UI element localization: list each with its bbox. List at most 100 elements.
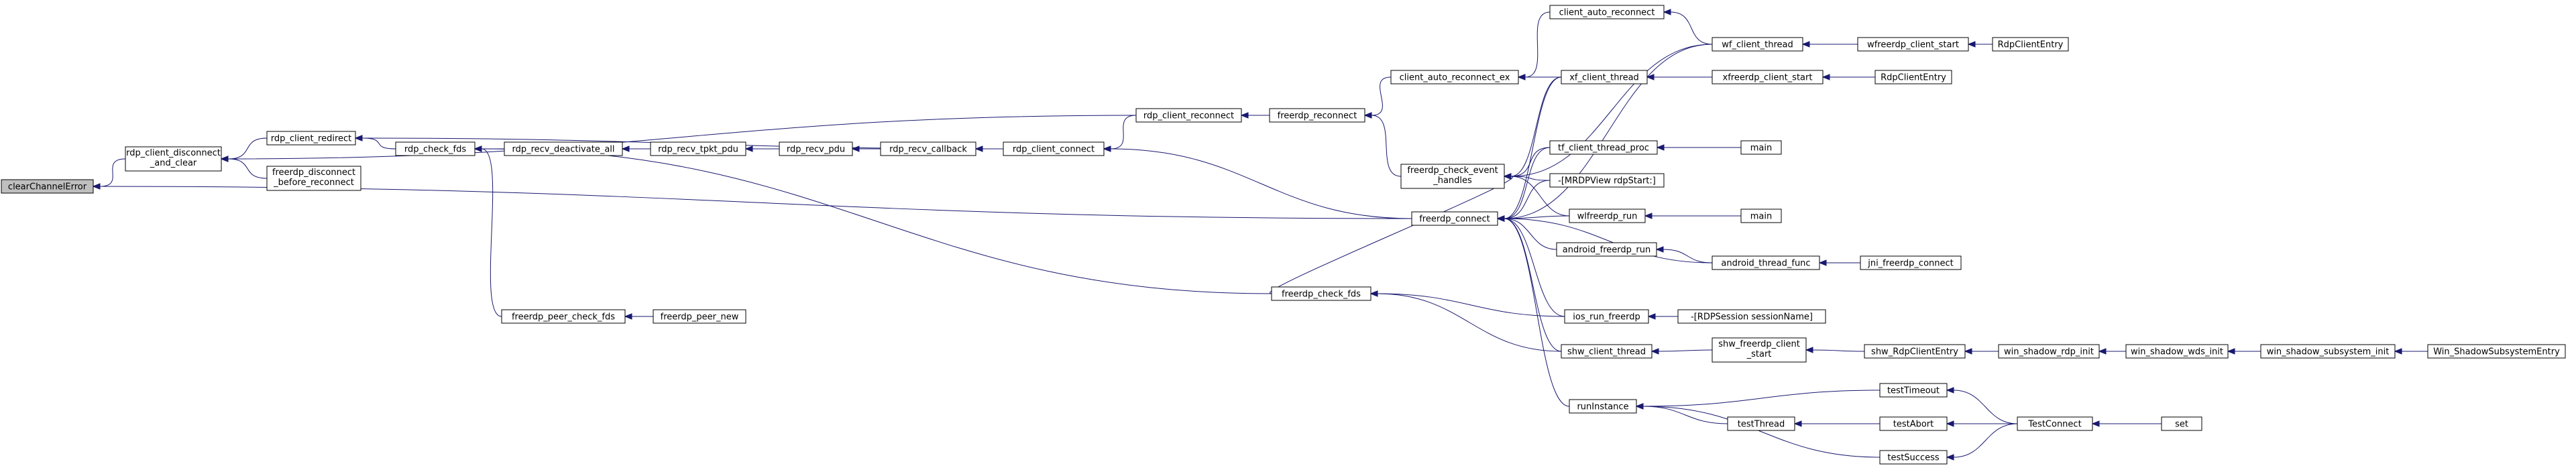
edge-jni-freerdp-connect-to-android-thread-func bbox=[1818, 259, 1860, 266]
edge-line bbox=[1812, 349, 1865, 352]
node-win-shadow-rdp-init[interactable]: win_shadow_rdp_init bbox=[1998, 344, 2100, 359]
edge-line bbox=[1504, 218, 1562, 352]
edge-arrowhead bbox=[354, 135, 363, 141]
node-label: rdp_recv_pdu bbox=[787, 145, 845, 155]
node-shw-rdpcliententry[interactable]: shw_RdpClientEntry bbox=[1864, 344, 1966, 359]
edge-arrowhead bbox=[1496, 215, 1505, 222]
edge-line bbox=[1504, 218, 1565, 317]
node-main-2[interactable]: main bbox=[1740, 209, 1782, 223]
node-freerdp-check-event-handles[interactable]: freerdp_check_event_handles bbox=[1400, 164, 1505, 189]
node-box bbox=[1, 179, 94, 194]
edge-line bbox=[1504, 147, 1551, 219]
node-box bbox=[504, 141, 623, 156]
edge-line bbox=[1642, 406, 1881, 458]
node-shw-freerdp-client-start[interactable]: shw_freerdp_client_start bbox=[1712, 337, 1807, 363]
node-box bbox=[1992, 37, 2069, 52]
edge-arrowhead bbox=[2394, 348, 2402, 355]
edge-line bbox=[1510, 176, 1551, 181]
node-label: ios_run_freerdp bbox=[1573, 312, 1640, 322]
node-freerdp-peer-new[interactable]: freerdp_peer_new bbox=[653, 309, 746, 324]
node-rdp-recv-deactivate-all[interactable]: rdp_recv_deactivate_all bbox=[504, 141, 623, 156]
node-rdp-recv-callback[interactable]: rdp_recv_callback bbox=[880, 141, 976, 156]
node-clearchannelerror[interactable]: clearChannelError bbox=[1, 179, 94, 194]
node-ios-run-freerdp[interactable]: ios_run_freerdp bbox=[1564, 309, 1649, 324]
node-jni-freerdp-connect[interactable]: jni_freerdp_connect bbox=[1860, 255, 1962, 270]
edge-arrowhead bbox=[1644, 213, 1653, 219]
edge-arrowhead bbox=[1656, 144, 1665, 151]
node-win-shadow-subsystem-init[interactable]: win_shadow_subsystem_init bbox=[2260, 344, 2396, 359]
node-label: xf_client_thread bbox=[1569, 73, 1639, 83]
node-rdpcliententry-2[interactable]: RdpClientEntry bbox=[1874, 70, 1952, 84]
node-box bbox=[880, 141, 976, 156]
node-rdpcliententry-1[interactable]: RdpClientEntry bbox=[1992, 37, 2069, 52]
node-label: _handles bbox=[1433, 176, 1472, 186]
node-box bbox=[1269, 108, 1365, 123]
node-label: jni_freerdp_connect bbox=[1867, 259, 1954, 269]
node-label: rdp_recv_tpkt_pdu bbox=[658, 145, 738, 155]
node-xf-client-thread[interactable]: xf_client_thread bbox=[1561, 70, 1648, 84]
node-set[interactable]: set bbox=[2161, 416, 2202, 431]
node-tf-client-thread-proc[interactable]: tf_client_thread_proc bbox=[1549, 140, 1658, 155]
node-client-auto-reconnect-ex[interactable]: client_auto_reconnect_ex bbox=[1390, 70, 1519, 84]
node-freerdp-disconnect-before-reconnect[interactable]: freerdp_disconnect_before_reconnect bbox=[266, 166, 361, 191]
node-box bbox=[1712, 70, 1824, 84]
edge-rdpcliententry-2-to-xfreerdp-client-start bbox=[1822, 74, 1875, 80]
node-rdpsession-sessionname[interactable]: -[RDPSession sessionName] bbox=[1677, 309, 1826, 324]
node-main-1[interactable]: main bbox=[1740, 140, 1782, 155]
node-testconnect[interactable]: TestConnect bbox=[2017, 416, 2093, 431]
node-label: freerdp_peer_new bbox=[661, 312, 739, 322]
node-android-thread-func[interactable]: android_thread_func bbox=[1712, 255, 1820, 270]
node-shw-client-thread[interactable]: shw_client_thread bbox=[1561, 344, 1653, 359]
edge-rdp-recv-callback-to-rdp-recv-pdu bbox=[851, 145, 881, 152]
node-label: client_auto_reconnect_ex bbox=[1400, 73, 1510, 83]
node-rdp-client-redirect[interactable]: rdp_client_redirect bbox=[266, 131, 356, 145]
node-rdp-check-fds[interactable]: rdp_check_fds bbox=[395, 141, 475, 156]
node-rdp-client-connect[interactable]: rdp_client_connect bbox=[1003, 141, 1105, 156]
edge-mrdpview-rdpstart-to-freerdp-connect bbox=[1496, 180, 1551, 222]
edge-shw-freerdp-client-start-to-shw-client-thread bbox=[1650, 348, 1713, 355]
node-freerdp-connect[interactable]: freerdp_connect bbox=[1411, 211, 1498, 226]
node-runinstance[interactable]: runInstance bbox=[1569, 399, 1637, 414]
node-freerdp-reconnect[interactable]: freerdp_reconnect bbox=[1269, 108, 1365, 123]
node-rdp-recv-pdu[interactable]: rdp_recv_pdu bbox=[779, 141, 853, 156]
edge-freerdp-check-fds-to-freerdp-check-event-handles bbox=[1269, 173, 1514, 294]
node-win-shadow-wds-init[interactable]: win_shadow_wds_init bbox=[2125, 344, 2229, 359]
edge-freerdp-reconnect-to-rdp-client-reconnect bbox=[1240, 112, 1270, 119]
node-wfreerdp-client-start[interactable]: wfreerdp_client_start bbox=[1857, 37, 1969, 52]
node-testthread[interactable]: testThread bbox=[1727, 416, 1795, 431]
edge-arrowhead bbox=[2091, 420, 2100, 427]
edge-freerdp-peer-new-to-freerdp-peer-check-fds bbox=[624, 313, 653, 320]
node-win-shadowsubsystementry[interactable]: Win_ShadowSubsystemEntry bbox=[2427, 344, 2566, 359]
node-box bbox=[779, 141, 853, 156]
edge-ios-run-freerdp-to-freerdp-connect bbox=[1496, 215, 1565, 317]
node-label: android_thread_func bbox=[1721, 259, 1810, 269]
edge-line bbox=[1377, 293, 1562, 352]
edge-arrowhead bbox=[1503, 173, 1512, 180]
edge-testconnect-to-testsuccess bbox=[1946, 423, 2018, 461]
node-freerdp-peer-check-fds[interactable]: freerdp_peer_check_fds bbox=[501, 309, 626, 324]
node-box bbox=[1271, 286, 1371, 301]
node-rdp-client-reconnect[interactable]: rdp_client_reconnect bbox=[1135, 108, 1242, 123]
node-testsuccess[interactable]: testSuccess bbox=[1879, 450, 1948, 465]
edge-arrowhead bbox=[1647, 313, 1656, 320]
node-wf-client-thread[interactable]: wf_client_thread bbox=[1712, 37, 1803, 52]
node-android-freerdp-run[interactable]: android_freerdp_run bbox=[1556, 242, 1657, 257]
node-client-auto-reconnect[interactable]: client_auto_reconnect bbox=[1549, 5, 1665, 19]
node-testabort[interactable]: testAbort bbox=[1879, 416, 1948, 431]
node-box bbox=[266, 131, 356, 145]
node-rdp-client-disconnect[interactable]: rdp_client_disconnect_and_clear bbox=[125, 146, 222, 172]
node-freerdp-check-fds[interactable]: freerdp_check_fds bbox=[1271, 286, 1371, 301]
node-mrdpview-rdpstart[interactable]: -[MRDPView rdpStart:] bbox=[1549, 173, 1665, 188]
node-xfreerdp-client-start[interactable]: xfreerdp_client_start bbox=[1712, 70, 1824, 84]
node-label: freerdp_disconnect bbox=[272, 168, 355, 178]
node-rdp-recv-tpkt-pdu[interactable]: rdp_recv_tpkt_pdu bbox=[650, 141, 746, 156]
edge-testsuccess-to-runinstance bbox=[1635, 403, 1881, 458]
edge-testconnect-to-testabort bbox=[1946, 420, 2018, 427]
node-testtimeout[interactable]: testTimeout bbox=[1879, 383, 1948, 398]
node-label: -[MRDPView rdpStart:] bbox=[1558, 176, 1656, 186]
edge-shw-client-thread-to-freerdp-check-fds bbox=[1369, 290, 1562, 352]
node-box bbox=[2125, 344, 2229, 359]
node-wlfreerdp-run[interactable]: wlfreerdp_run bbox=[1569, 209, 1646, 223]
node-box bbox=[1740, 209, 1782, 223]
